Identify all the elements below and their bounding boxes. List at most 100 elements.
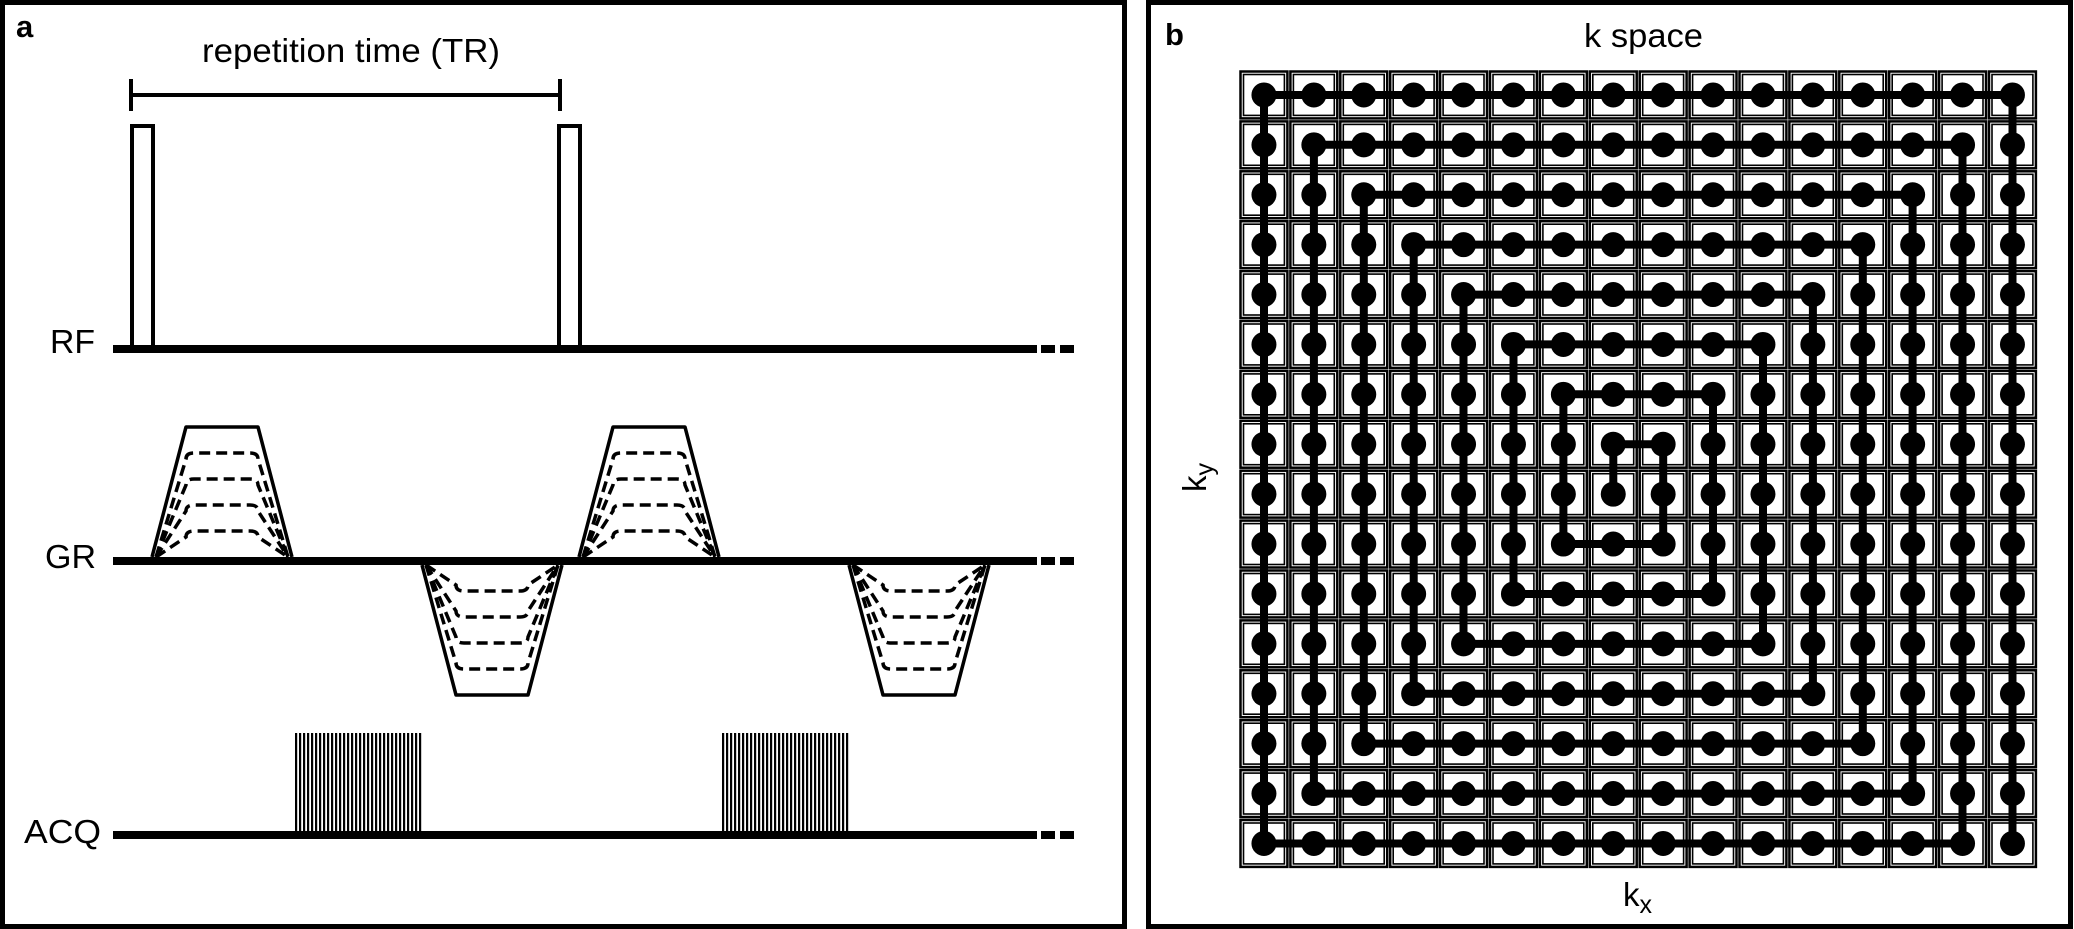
k-space-sample-dot bbox=[1600, 731, 1626, 757]
k-space-sample-dot bbox=[1950, 781, 1976, 807]
k-space-sample-dot bbox=[1600, 282, 1626, 308]
k-space-sample-dot bbox=[1600, 681, 1626, 707]
k-space-sample-dot bbox=[1750, 531, 1776, 557]
k-space-sample-dot bbox=[1351, 331, 1377, 357]
k-space-sample-dot bbox=[1550, 781, 1576, 807]
k-space-title: k space bbox=[1584, 17, 1703, 54]
acq-sample-line bbox=[778, 733, 781, 835]
k-space-sample-dot bbox=[1600, 481, 1626, 507]
k-space-sample-dot bbox=[1950, 132, 1976, 158]
k-space-sample-dot bbox=[1351, 830, 1377, 856]
acq-sample-line bbox=[387, 733, 390, 835]
k-space-sample-dot bbox=[1900, 381, 1926, 407]
k-space-sample-dot bbox=[1550, 182, 1576, 208]
k-space-sample-dot bbox=[1401, 282, 1427, 308]
ky-sub: y bbox=[1191, 463, 1219, 476]
acq-sample-line bbox=[311, 733, 314, 835]
k-space-sample-dot bbox=[1650, 781, 1676, 807]
tr-label: repetition time (TR) bbox=[202, 32, 500, 69]
k-space-sample-dot bbox=[1401, 531, 1427, 557]
k-space-sample-dot bbox=[1850, 631, 1876, 657]
k-space-sample-dot bbox=[1301, 282, 1327, 308]
k-space-sample-dot bbox=[1351, 481, 1377, 507]
k-space-sample-dot bbox=[1500, 531, 1526, 557]
k-space-sample-dot bbox=[1950, 182, 1976, 208]
k-space-sample-dot bbox=[1650, 381, 1676, 407]
gradient-step-dashed bbox=[154, 503, 290, 558]
acq-sample-line bbox=[367, 733, 370, 835]
k-space-sample-dot bbox=[1700, 681, 1726, 707]
acq-sample-line bbox=[343, 733, 346, 835]
acq-sample-line bbox=[399, 733, 402, 835]
k-space-sample-dot bbox=[1900, 531, 1926, 557]
k-space-sample-dot bbox=[1451, 132, 1477, 158]
k-space-sample-dot bbox=[1750, 431, 1776, 457]
gradient-lobe-negative bbox=[847, 564, 991, 697]
k-space-sample-dot bbox=[1900, 731, 1926, 757]
channel-label-gr: GR bbox=[45, 538, 96, 575]
k-space-sample-dot bbox=[1750, 781, 1776, 807]
k-space-sample-dot bbox=[1650, 581, 1676, 607]
acq-continuation-dash bbox=[1041, 831, 1055, 839]
k-space-sample-dot bbox=[1950, 731, 1976, 757]
k-space-sample-dot bbox=[1999, 132, 2025, 158]
k-space-sample-dot bbox=[1750, 830, 1776, 856]
k-space-sample-dot bbox=[1999, 481, 2025, 507]
k-space-sample-dot bbox=[1800, 830, 1826, 856]
acq-sample-line bbox=[403, 733, 406, 835]
k-space-sample-dot bbox=[1850, 681, 1876, 707]
k-space-sample-dot bbox=[1550, 731, 1576, 757]
gradient-lobe-negative bbox=[420, 564, 564, 697]
k-space-sample-dot bbox=[1550, 132, 1576, 158]
k-space-sample-dot bbox=[1999, 381, 2025, 407]
acq-sample-line bbox=[331, 733, 334, 835]
acq-sample-line bbox=[303, 733, 306, 835]
k-space-sample-dot bbox=[1500, 481, 1526, 507]
k-space-sample-dot bbox=[1750, 182, 1776, 208]
k-space-sample-dot bbox=[1800, 631, 1826, 657]
k-space-sample-dot bbox=[1999, 781, 2025, 807]
k-space-sample-dot bbox=[1999, 331, 2025, 357]
k-space-sample-dot bbox=[1750, 331, 1776, 357]
trajectory-line bbox=[1260, 91, 2017, 848]
k-space-sample-dot bbox=[1850, 232, 1876, 258]
k-space-sample-dot bbox=[1401, 82, 1427, 108]
k-space-sample-dot bbox=[1301, 331, 1327, 357]
k-space-sample-dot bbox=[1451, 381, 1477, 407]
k-space-sample-dot bbox=[1650, 182, 1676, 208]
k-space-sample-dot bbox=[1750, 581, 1776, 607]
panel-b-letter: b bbox=[1165, 17, 1184, 52]
k-space-sample-dot bbox=[1900, 82, 1926, 108]
acq-sample-line bbox=[730, 733, 733, 835]
k-space-sample-dot bbox=[1251, 182, 1277, 208]
k-space-sample-dot bbox=[1700, 82, 1726, 108]
gradient-step-dashed bbox=[852, 563, 986, 593]
acq-sample-line bbox=[766, 733, 769, 835]
gradient-step-dashed bbox=[581, 451, 717, 558]
acq-sample-line bbox=[323, 733, 326, 835]
acq-sample-line bbox=[383, 733, 386, 835]
k-space-sample-dot bbox=[1650, 481, 1676, 507]
panel-b-k-space: b k space kx ky bbox=[1146, 0, 2073, 929]
k-space-sample-dot bbox=[1950, 431, 1976, 457]
gradient-step-dashed bbox=[425, 563, 559, 593]
k-space-sample-dot bbox=[1301, 781, 1327, 807]
k-space-sample-dot bbox=[1700, 282, 1726, 308]
gradient-step-dashed bbox=[851, 564, 987, 671]
k-space-sample-dot bbox=[1700, 182, 1726, 208]
gradient-step-dashed bbox=[581, 503, 717, 558]
k-space-sample-dot bbox=[1600, 232, 1626, 258]
k-space-sample-dot bbox=[1401, 331, 1427, 357]
k-space-sample-dot bbox=[1401, 431, 1427, 457]
k-space-sample-dot bbox=[1700, 731, 1726, 757]
k-space-sample-dot bbox=[1301, 731, 1327, 757]
k-space-sample-dot bbox=[1900, 581, 1926, 607]
k-space-sample-dot bbox=[1800, 331, 1826, 357]
k-space-sample-dot bbox=[1451, 531, 1477, 557]
k-space-sample-dot bbox=[1301, 381, 1327, 407]
k-space-sample-dot bbox=[1550, 581, 1576, 607]
k-space-sample-dot bbox=[1351, 431, 1377, 457]
k-space-sample-dot bbox=[1700, 431, 1726, 457]
k-space-sample-dot bbox=[1451, 681, 1477, 707]
